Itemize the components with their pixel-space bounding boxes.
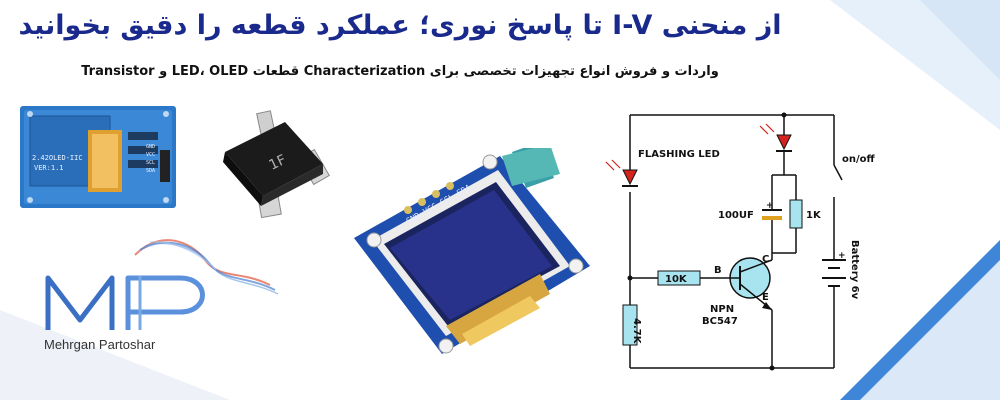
headline: از منحنی I-V تا پاسخ نوری؛ عملکرد قطعه ر… (18, 10, 782, 41)
label-battery: Battery 6v (849, 240, 860, 300)
transistor-chip-image: 1F (223, 110, 330, 219)
brand-name: Mehrgan Partoshar (44, 337, 156, 352)
corner-decoration-top-right (830, 0, 1000, 130)
label-100uf: 100UF (718, 210, 754, 221)
oled-module-image: GND VCC SCL SDA (354, 148, 590, 354)
label-c: C (762, 254, 769, 265)
label-battery-plus: + (838, 251, 846, 261)
label-flashing-led: FLASHING LED (638, 149, 720, 160)
oled-board-version: VER:1.1 (34, 164, 64, 172)
oled-board-image: 2.42OLED-IIC VER:1.1 GND VCC SCL SDA (20, 106, 176, 208)
transistor-marking: 1F (267, 152, 289, 174)
subline: واردات و فروش انواع تجهیزات تخصصی برای C… (81, 64, 719, 79)
oled-board-pin-vcc: VCC (146, 152, 155, 158)
label-10k: 10K (665, 274, 688, 285)
oled-board-pin-gnd: GND (146, 144, 155, 150)
label-cap-plus: + (766, 201, 774, 211)
label-1k: 1K (806, 210, 822, 221)
oled-board-pin-scl: SCL (146, 160, 155, 166)
corner-decoration-bottom-left (0, 310, 230, 400)
oled-board-label: 2.42OLED-IIC (32, 154, 83, 162)
label-e: E (762, 292, 769, 303)
label-bc547: BC547 (702, 316, 738, 327)
label-on-off: on/off (842, 154, 876, 165)
label-4-7k: 4.7K (631, 318, 642, 345)
brand-logo (45, 239, 279, 330)
flashing-led-circuit-diagram: FLASHING LED on/off 100UF 1K 10K 4.7K B … (605, 112, 876, 371)
label-b: B (714, 265, 722, 276)
label-npn: NPN (710, 304, 734, 315)
corner-decoration-bottom-right-light (860, 260, 1000, 400)
oled-board-pin-sda: SDA (146, 168, 155, 174)
